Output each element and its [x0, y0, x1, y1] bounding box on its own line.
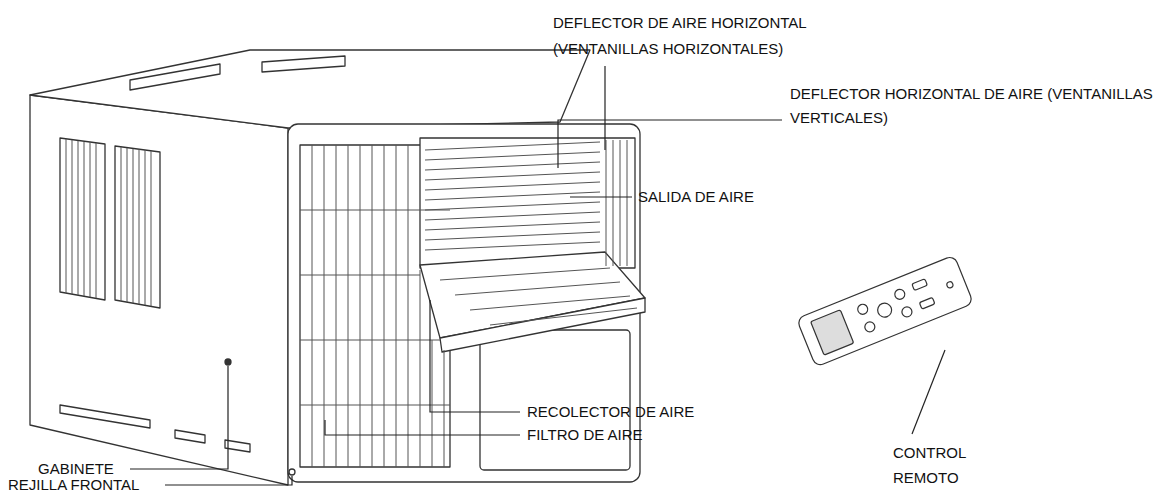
remote-button — [893, 288, 906, 301]
remote-button — [863, 320, 876, 333]
remote-screen — [811, 310, 854, 355]
vertical-louvres — [606, 140, 627, 266]
leader-line — [558, 120, 782, 168]
cabinet-side — [30, 95, 288, 485]
cabinet-top — [30, 50, 590, 128]
flap-lines — [440, 268, 637, 325]
leader-line — [325, 420, 520, 435]
part-label: FILTRO DE AIRE — [527, 426, 643, 444]
vent-slats — [66, 139, 151, 306]
side-vent — [115, 146, 160, 308]
filter-mesh — [300, 145, 450, 467]
remote-button — [856, 303, 869, 316]
lower-panel — [480, 330, 630, 470]
grille-screw — [289, 469, 295, 475]
remote-button — [876, 301, 894, 319]
side-slot — [175, 430, 205, 443]
side-slot — [60, 405, 150, 428]
leader-line — [430, 300, 520, 412]
air-outlet — [420, 138, 635, 268]
side-vent — [60, 138, 105, 300]
remote-button — [900, 305, 913, 318]
leader-line — [130, 366, 228, 469]
cabinet-dot — [225, 359, 231, 365]
remote-button — [919, 297, 935, 309]
remote-body — [796, 255, 973, 367]
part-label: RECOLECTOR DE AIRE — [527, 403, 694, 421]
leader-line — [570, 196, 632, 197]
part-label: GABINETE — [38, 460, 114, 478]
leader-line — [604, 66, 605, 150]
top-vent — [130, 64, 220, 90]
part-label: DEFLECTOR DE AIRE HORIZONTAL (VENTANILLA… — [553, 10, 863, 62]
remote-button — [912, 279, 928, 291]
part-label: REJILLA FRONTAL — [8, 476, 139, 494]
air-collector-edge — [440, 298, 645, 352]
leader-line — [912, 350, 945, 434]
part-label: CONTROL REMOTO — [893, 440, 983, 490]
top-vent — [262, 56, 345, 72]
side-slot — [225, 440, 250, 452]
leader-line — [165, 476, 292, 485]
remote-led — [946, 281, 954, 289]
part-label: DEFLECTOR HORIZONTAL DE AIRE (VENTANILLA… — [790, 82, 1160, 130]
part-label: SALIDA DE AIRE — [638, 188, 754, 206]
horizontal-louvres — [425, 142, 600, 250]
